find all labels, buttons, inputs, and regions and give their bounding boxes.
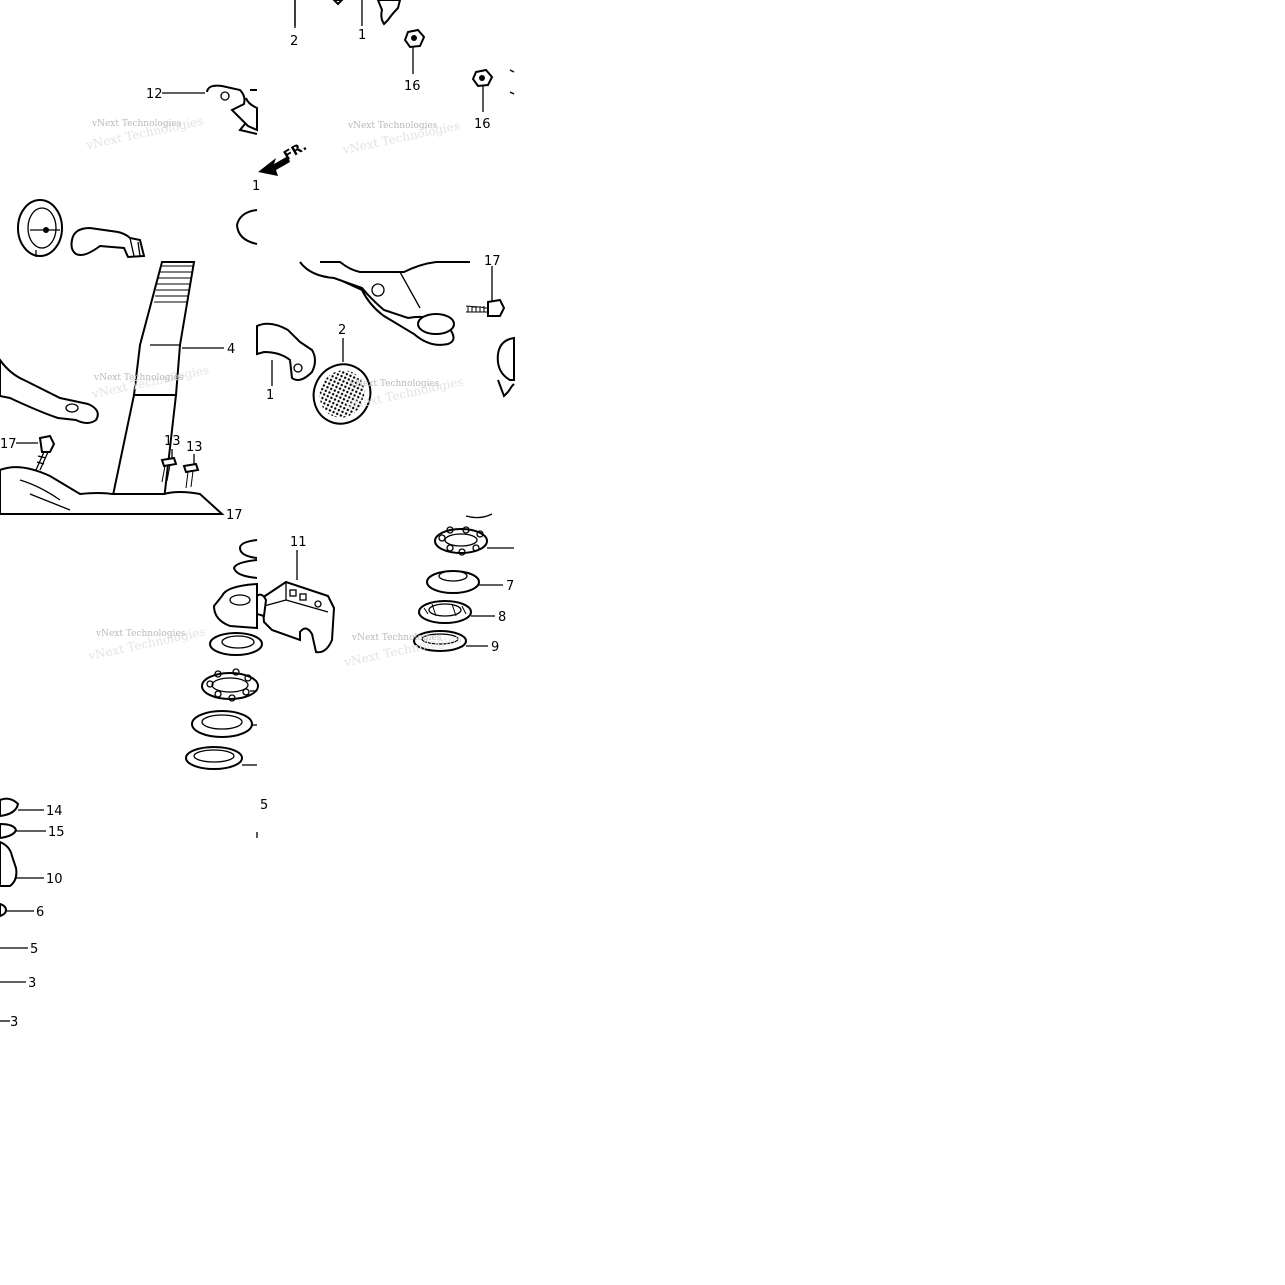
watermark-6: vNext Technologies — [351, 633, 442, 643]
nut-16-right — [471, 68, 494, 112]
reflector-2 — [312, 338, 372, 425]
tile-top-left: 1 — [17, 0, 296, 259]
clamp-11 — [256, 550, 336, 654]
race — [209, 632, 263, 656]
label-9: 9 — [491, 640, 499, 655]
tile-center — [256, 261, 515, 425]
nut-16-upper — [403, 28, 426, 74]
label-3-b: 3 — [10, 1015, 18, 1030]
watermark-3: vNext Technologies — [93, 373, 184, 383]
screw-13-b — [182, 454, 200, 489]
label-2-center: 2 — [338, 323, 346, 338]
screw-13-a — [160, 449, 178, 483]
ball-bearing — [201, 668, 259, 702]
label-17-bottom: 17 — [226, 508, 243, 523]
watermark-1: vNext Technologies — [91, 119, 182, 129]
watermark-2: vNext Technologies — [347, 121, 438, 131]
label-1-center: 1 — [266, 388, 274, 403]
tile-bottom-row — [0, 797, 258, 1022]
bolt-17 — [16, 434, 56, 471]
watermark-4: vNext Technologies — [349, 379, 440, 389]
tile-bottom-left — [185, 539, 263, 770]
bolt-17-center — [465, 266, 506, 317]
race-7 — [426, 570, 503, 594]
dust-seal — [185, 746, 243, 770]
bearing-8 — [418, 600, 495, 624]
label-14: 14 — [46, 804, 63, 819]
bracket-12 — [162, 84, 258, 132]
label-6: 6 — [36, 905, 44, 920]
label-17-center: 17 — [484, 254, 501, 269]
label-8: 8 — [498, 610, 506, 625]
label-15: 15 — [48, 825, 65, 840]
watermark-5: vNext Technologies — [95, 629, 186, 639]
label-4: 4 — [227, 342, 235, 357]
seal-9 — [413, 630, 488, 652]
horn — [17, 199, 63, 257]
label-17-left: 17 — [0, 437, 17, 452]
label-1-top: 1 — [358, 28, 366, 43]
label-12: 12 — [146, 87, 163, 102]
label-16-upper: 16 — [404, 79, 421, 94]
label-2-top: 2 — [290, 34, 298, 49]
tile-mid-left — [0, 261, 225, 515]
bearing-top-right — [434, 526, 514, 556]
label-16-right: 16 — [474, 117, 491, 132]
label-1-edge: 1 — [252, 179, 260, 194]
label-5: 5 — [30, 942, 38, 957]
label-13-b: 13 — [186, 440, 203, 455]
tile-center-lower — [256, 513, 514, 654]
label-7: 7 — [506, 579, 514, 594]
cone-race — [191, 710, 253, 738]
label-3-a: 3 — [28, 976, 36, 991]
label-5-edge: 5 — [260, 798, 268, 813]
label-11: 11 — [290, 535, 307, 550]
label-10: 10 — [46, 872, 63, 887]
label-13-a: 13 — [164, 434, 181, 449]
steering-stem-4 — [110, 261, 224, 501]
part-labels: 2 1 16 16 12 4 17 13 13 17 17 2 1 11 7 8… — [0, 28, 514, 957]
